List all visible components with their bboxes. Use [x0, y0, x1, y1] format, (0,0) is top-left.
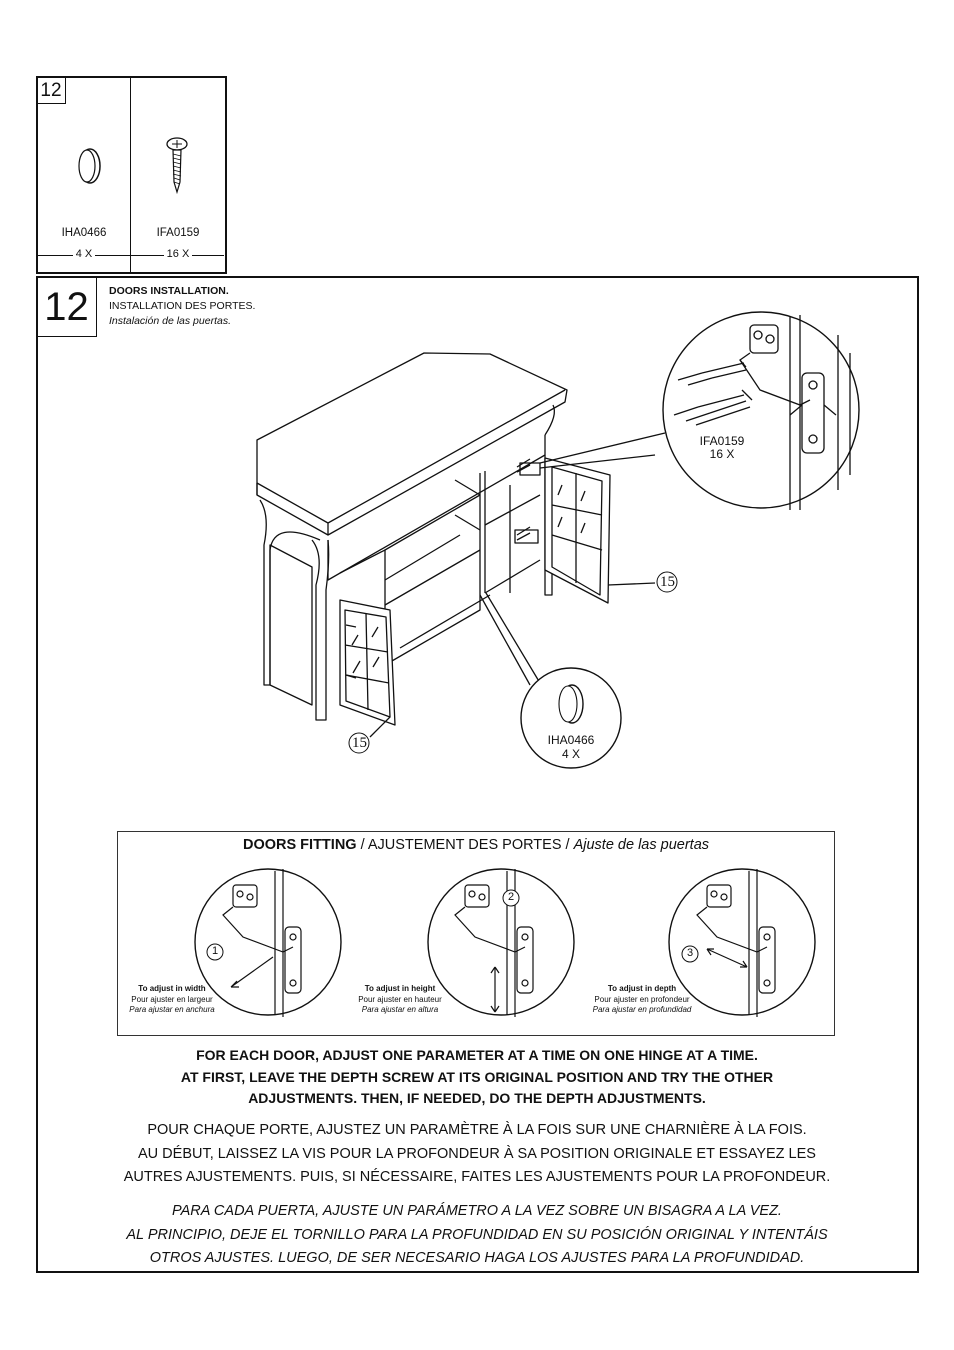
instructions-fr: POUR CHAQUE PORTE, AJUSTEZ UN PARAMÈTRE … — [123, 1122, 831, 1185]
door-callout-right-circle — [656, 571, 678, 593]
title-en: DOORS INSTALLATION. — [109, 285, 229, 297]
parts-divider — [130, 78, 131, 272]
round-cap-icon — [78, 148, 101, 184]
instructions-es: PARA CADA PUERTA, AJUSTE UN PARÁMETRO A … — [126, 1203, 828, 1266]
part-code: IHA0466 — [61, 227, 107, 239]
door-callout-left: 15 — [352, 735, 367, 751]
part-code: IFA0159 — [156, 227, 200, 239]
cabinet-illustration — [256, 352, 666, 738]
step-panel — [36, 276, 919, 1273]
caption-depth: To adjust in depth Pour ajuster en profo… — [592, 984, 692, 1014]
doors-fitting-box — [117, 831, 835, 1036]
hinge-screw-detail — [662, 311, 860, 510]
instructions-en: FOR EACH DOOR, ADJUST ONE PARAMETER AT A… — [180, 1047, 774, 1106]
adjust-number: 1 — [211, 945, 219, 957]
part-qty: 16 X — [131, 248, 225, 260]
adjust-number: 2 — [507, 891, 515, 903]
adjust-number: 3 — [686, 947, 694, 959]
parts-panel — [36, 76, 227, 274]
detail-screw-code: IFA0159 — [699, 434, 745, 448]
detail-cap-code: IHA0466 — [547, 733, 595, 747]
fitting-height-diagram — [427, 868, 575, 1017]
detail-cap-qty: 4 X — [561, 747, 580, 761]
part-qty: 4 X — [37, 248, 131, 260]
qty-rule — [37, 255, 224, 256]
doors-fitting-title: DOORS FITTING / AJUSTEMENT DES PORTES / … — [242, 837, 710, 853]
cap-detail — [520, 667, 622, 769]
screw-icon — [166, 137, 188, 195]
title-fr: INSTALLATION DES PORTES. — [109, 300, 256, 312]
detail-screw-qty: 16 X — [709, 447, 735, 461]
caption-width: To adjust in width Pour ajuster en large… — [129, 984, 215, 1014]
title-es: Instalación de las puertas. — [109, 315, 231, 327]
door-callout-left-circle — [348, 732, 370, 754]
caption-height: To adjust in height Pour ajuster en haut… — [358, 984, 442, 1014]
step-number: 12 — [37, 278, 97, 337]
parts-step-number: 12 — [37, 78, 66, 104]
fitting-depth-diagram — [668, 868, 816, 1017]
door-callout-right: 15 — [660, 574, 675, 590]
step-titles: DOORS INSTALLATION. INSTALLATION DES POR… — [109, 284, 255, 329]
fitting-width-diagram — [194, 868, 342, 1017]
